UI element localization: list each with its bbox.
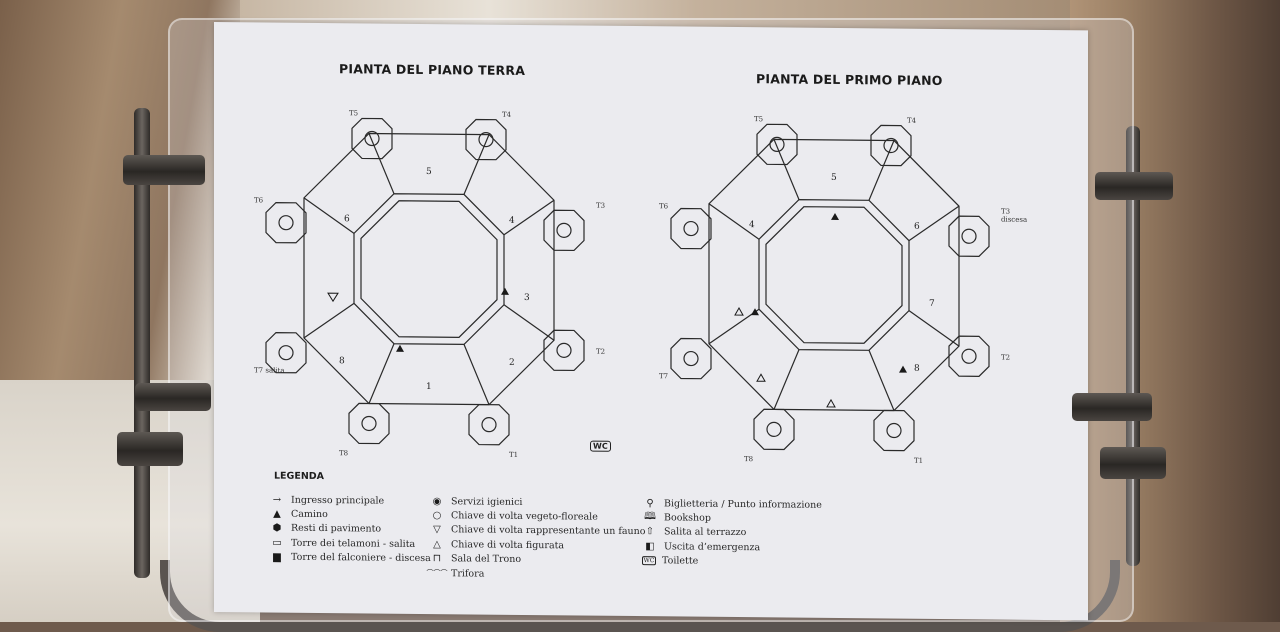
ground-room-2: 2	[509, 358, 515, 368]
first-tower-t6: T6	[659, 202, 669, 210]
first-tower-t2: T2	[1001, 354, 1010, 362]
legend-label: Chiave di volta rappresentante un fauno	[451, 524, 646, 538]
first-tower-t7: T7	[659, 372, 668, 380]
ground-tower-t6: T6	[254, 196, 264, 204]
first-room-7: 7	[929, 299, 935, 309]
legend-label: Servizi igienici	[451, 495, 523, 508]
legend-item: ⬢ Resti di pavimento	[269, 521, 431, 537]
legend-item: ▲ Camino	[269, 507, 431, 523]
stand-clamp-left-mid	[135, 383, 211, 411]
first-floor-plan: 5 6 7 8 4 T5 T4 T6 T3 T2 T1 T8 T7 disces…	[659, 115, 1027, 465]
fireplace-marker	[751, 308, 759, 316]
fireplace-marker	[831, 212, 839, 220]
ground-tower-t2: T2	[596, 348, 605, 356]
first-tower-t4: T4	[907, 117, 917, 125]
legend-item: ⌒⌒⌒Trifora	[426, 566, 645, 582]
legend-label: Biglietteria / Punto informazione	[664, 498, 822, 511]
ground-tower-t5: T5	[349, 109, 358, 117]
legend-label: Trifora	[451, 567, 485, 580]
map-sheet: PIANTA DEL PIANO TERRA PIANTA DEL PRIMO …	[214, 22, 1088, 621]
first-room-5: 5	[831, 173, 837, 183]
triangle-down-icon: ▽	[433, 524, 441, 536]
legend-label: Torre dei telamoni - salita	[291, 537, 416, 550]
book-icon: 🕮	[644, 511, 656, 523]
legend-label: Torre del falconiere - discesa	[291, 551, 431, 565]
legend-label: Chiave di volta figurata	[451, 539, 565, 552]
first-room-8: 8	[914, 364, 920, 374]
legend-title: LEGENDA	[274, 470, 325, 483]
legend-label: Camino	[291, 508, 328, 521]
tower-outline-icon: ▭	[272, 537, 282, 549]
throne-hall-icon: ⊓	[432, 553, 442, 565]
first-room-4: 4	[749, 220, 755, 230]
triangle-up-icon: △	[433, 538, 441, 551]
emergency-exit-icon: ◧	[645, 540, 655, 553]
fireplace-marker	[899, 365, 907, 373]
ground-tower-t8: T8	[339, 449, 348, 457]
legend-item: ▆ Torre del falconiere - discesa	[269, 550, 431, 566]
ground-room-3: 3	[524, 293, 530, 303]
legend-label: Bookshop	[664, 512, 711, 524]
ground-room-8: 8	[339, 356, 345, 366]
legend-label: Chiave di volta vegeto-floreale	[451, 510, 598, 523]
legend-item: WC Toilette	[642, 554, 822, 570]
circle-dot-icon: ◉	[432, 495, 442, 507]
stand-clamp-right-low	[1100, 447, 1166, 479]
ground-tower-t1: T1	[509, 451, 518, 459]
ground-room-5: 5	[426, 167, 432, 177]
legend-column-1: → Ingresso principale ▲ Camino ⬢ Resti di p…	[269, 493, 431, 567]
wc-icon: WC	[642, 556, 656, 566]
legend-column-2: ◉ Servizi igienici ○ Chiave di volta veget…	[426, 494, 646, 582]
legend-label: Salita al terrazzo	[664, 526, 747, 539]
first-tower-t8: T8	[744, 455, 753, 463]
ground-floor-title: PIANTA DEL PIANO TERRA	[339, 61, 526, 78]
ground-tower-t4: T4	[502, 111, 512, 119]
hexagon-filled-icon: ⬢	[272, 523, 282, 535]
fireplace-marker	[396, 344, 404, 352]
ground-room-4: 4	[509, 216, 515, 226]
stand-clamp-right-top	[1095, 172, 1173, 200]
legend-label: Sala del Trono	[451, 553, 522, 566]
fireplace-marker	[501, 287, 509, 295]
figured-keystone-marker	[734, 307, 744, 316]
ground-tower-note: T7 salita	[254, 366, 285, 374]
marble-wall-right	[1060, 0, 1280, 622]
legend-label: Ingresso principale	[291, 494, 385, 507]
stand-clamp-left-top	[123, 155, 205, 185]
first-floor-title: PIANTA DEL PRIMO PIANO	[756, 71, 943, 88]
triangle-filled-icon: ▲	[273, 508, 281, 520]
wc-badge: WC	[590, 440, 611, 452]
faun-keystone-marker	[327, 292, 339, 303]
legend-item: → Ingresso principale	[269, 493, 431, 509]
stand-clamp-right-mid	[1072, 393, 1152, 421]
trifora-icon: ⌒⌒⌒	[426, 569, 448, 578]
tower-filled-icon: ▆	[273, 551, 281, 563]
legend-label: Resti di pavimento	[291, 523, 382, 536]
first-tower-note: discesa	[1001, 216, 1027, 224]
legend-column-3: ⚲ Biglietteria / Punto informazione 🕮 Book…	[642, 496, 822, 570]
arrow-right-icon: →	[272, 494, 282, 506]
legend-item: ▭ Torre dei telamoni - salita	[269, 536, 431, 552]
first-tower-t1: T1	[914, 457, 923, 465]
stand-clamp-left-low	[117, 432, 183, 466]
first-tower-t3: T3	[1001, 208, 1010, 216]
arrow-up-icon: ⇧	[645, 526, 655, 538]
legend-label: Toilette	[662, 555, 699, 567]
ground-room-6: 6	[344, 214, 350, 224]
figured-keystone-marker	[826, 398, 836, 408]
location-pin-icon: ⚲	[646, 497, 654, 509]
first-tower-t5: T5	[754, 115, 763, 123]
circle-outline-icon: ○	[432, 510, 442, 522]
ground-room-1: 1	[426, 382, 432, 392]
figured-keystone-marker	[756, 373, 766, 382]
ground-floor-plan: 5 4 3 2 1 8 6 T5 T4 T6 T3 T2 T1 T8 T7 sa…	[254, 109, 605, 459]
first-room-6: 6	[914, 222, 920, 232]
ground-tower-t3: T3	[596, 202, 605, 210]
legend-label: Uscita d’emergenza	[664, 541, 761, 554]
